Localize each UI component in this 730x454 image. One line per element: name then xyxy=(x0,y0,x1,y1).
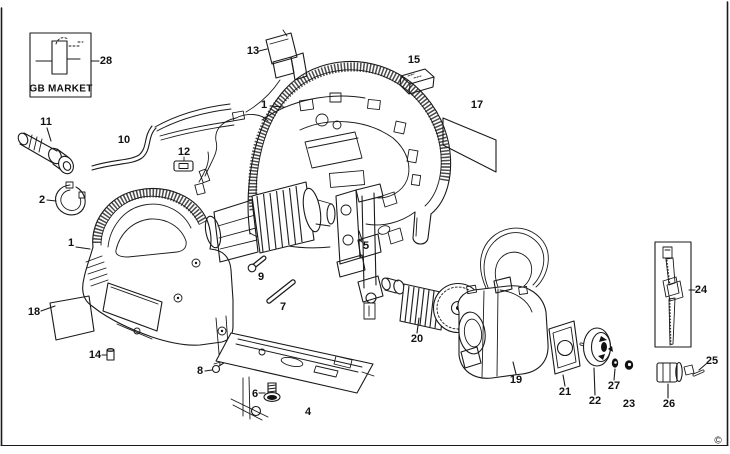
internal-wires-drawing xyxy=(194,79,281,196)
part-10-cable-drawing xyxy=(91,103,235,171)
part-9-screw-drawing xyxy=(247,255,267,273)
part-label-22: 22 xyxy=(588,395,602,407)
part-label-11: 11 xyxy=(40,116,52,128)
part-1-left-housing-drawing xyxy=(75,188,234,366)
part-label-1: 1 xyxy=(67,237,75,249)
part-6-screw-drawing xyxy=(258,382,281,402)
part-label-24: 24 xyxy=(694,284,708,296)
part-label-13: 13 xyxy=(246,45,260,57)
part-27-washer-drawing xyxy=(611,358,619,381)
part-19-field-motor-drawing xyxy=(457,227,549,379)
part-label-25: 25 xyxy=(705,355,719,367)
blade-roller-bracket-drawing xyxy=(230,376,269,421)
gb-market-label: GB MARKET xyxy=(29,83,93,95)
part-label-27: 27 xyxy=(607,380,621,392)
part-label-17: 17 xyxy=(470,99,484,111)
part-label-5: 5 xyxy=(362,240,370,252)
internal-mechanism-drawing xyxy=(204,181,404,320)
part-26-blade-clamp-drawing xyxy=(656,361,683,399)
part-label-23: 23 xyxy=(622,398,636,410)
part-label-6: 6 xyxy=(251,388,259,400)
part-label-4: 4 xyxy=(304,406,312,418)
part-label-7: 7 xyxy=(279,301,287,313)
part-label-15: 15 xyxy=(407,54,421,66)
copyright-mark: © xyxy=(714,435,722,447)
part-14-drawing xyxy=(101,347,115,361)
part-25-screw-drawing xyxy=(683,363,707,377)
part-4-shoe-plate-drawing xyxy=(215,332,375,394)
part-2-ring-clamp-drawing xyxy=(46,181,86,216)
part-17-label-sticker-drawing xyxy=(442,117,497,173)
part-label-26: 26 xyxy=(662,398,676,410)
part-label-20: 20 xyxy=(410,333,424,345)
part-label-19: 19 xyxy=(509,374,523,386)
part-24-blade-set-drawing xyxy=(654,241,696,348)
part-23-nut-drawing xyxy=(624,360,634,370)
part-11-cord-protector-drawing xyxy=(17,127,74,175)
part-label-12: 12 xyxy=(177,146,191,158)
part-label-14: 14 xyxy=(88,349,102,361)
part-label-28: 28 xyxy=(99,55,113,67)
part-label-10: 10 xyxy=(117,134,131,146)
part-15-box-drawing xyxy=(399,68,435,95)
part-12-cord-clamp-drawing xyxy=(173,156,194,172)
gb-market-box-drawing xyxy=(29,32,100,98)
part-label-18: 18 xyxy=(27,306,41,318)
part-label-8: 8 xyxy=(196,365,204,377)
part-label-21: 21 xyxy=(558,386,572,398)
part-22-fan-drawing xyxy=(582,327,613,396)
part-label-1: 1 xyxy=(260,99,268,111)
part-label-9: 9 xyxy=(257,271,265,283)
part-18-label-sticker-drawing xyxy=(40,295,95,341)
part-13-switch-drawing xyxy=(258,29,308,81)
part-7-pin-drawing xyxy=(266,279,296,304)
part-label-2: 2 xyxy=(38,194,46,206)
